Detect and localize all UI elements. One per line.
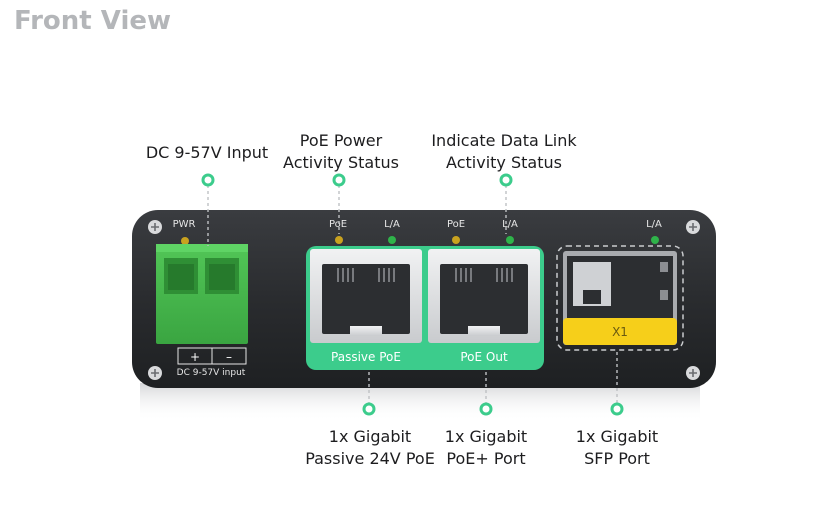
terminal-caption: DC 9-57V input <box>177 368 246 378</box>
sfp-la-led <box>651 236 659 244</box>
callout-sfp-port-line2: SFP Port <box>584 449 650 468</box>
callout-marker-link-status <box>499 173 513 187</box>
sfp-label-band <box>563 318 677 345</box>
terminal-plus-label: + <box>190 350 200 364</box>
sfp-cage-contact <box>660 262 668 272</box>
rj45-port-poe-out-pins <box>455 268 513 282</box>
pwr-led <box>181 237 189 245</box>
terminal-slot-inner <box>209 264 235 290</box>
screw-icon <box>148 220 162 234</box>
port2-poe-led <box>452 236 460 244</box>
leader-lines <box>207 185 618 405</box>
callout-poe-out-port: 1x Gigabit PoE+ Port <box>386 426 586 470</box>
callout-link-status-line1: Indicate Data Link <box>431 131 577 150</box>
rj45-port-passive-pins <box>337 268 395 282</box>
screw-icon <box>148 366 162 380</box>
port2-la-led <box>506 236 514 244</box>
port2-poe-label: PoE <box>447 219 465 230</box>
port1-la-label: L/A <box>384 219 400 230</box>
band-poe-out-label: PoE Out <box>460 350 508 364</box>
callout-link-status-line2: Activity Status <box>446 153 562 172</box>
pwr-label: PWR <box>173 219 196 230</box>
callout-passive-port: 1x Gigabit Passive 24V PoE <box>270 426 470 470</box>
callout-marker-passive-port <box>362 402 376 416</box>
sfp-dashed-outline <box>556 245 684 351</box>
band-passive-label: Passive PoE <box>331 350 401 364</box>
callout-poe-out-port-line2: PoE+ Port <box>446 449 526 468</box>
callout-marker-dc-input <box>201 173 215 187</box>
device-shadow <box>140 383 700 421</box>
terminal-minus-label: – <box>226 350 232 364</box>
sfp-cage-latch-slot <box>583 290 601 304</box>
sfp-port-label: X1 <box>612 325 628 339</box>
callout-dc-input: DC 9-57V Input <box>107 142 307 164</box>
callout-dc-input-line1: DC 9-57V Input <box>145 143 269 162</box>
rj45-port-passive-tab <box>350 326 382 336</box>
rj45-port-poe-out-opening <box>440 264 528 334</box>
callout-sfp-port-line1: 1x Gigabit <box>575 427 659 446</box>
callout-marker-poe-status <box>332 173 346 187</box>
rj45-port-passive-opening <box>322 264 410 334</box>
callout-passive-port-line1: 1x Gigabit <box>328 427 412 446</box>
port1-la-led <box>388 236 396 244</box>
port1-poe-led <box>335 236 343 244</box>
page-title: Front View <box>14 6 172 36</box>
terminal-top-edge <box>156 244 248 252</box>
port1-poe-label: PoE <box>329 219 347 230</box>
callout-marker-sfp-port <box>610 402 624 416</box>
callout-poe-status-line2: Activity Status <box>283 153 399 172</box>
callout-poe-status: PoE Power Activity Status <box>241 130 441 174</box>
sfp-cage-contact <box>660 290 668 300</box>
callout-poe-out-port-line1: 1x Gigabit <box>444 427 528 446</box>
screw-icon <box>686 220 700 234</box>
callout-link-status: Indicate Data Link Activity Status <box>404 130 604 174</box>
sfp-la-label: L/A <box>646 219 662 230</box>
callout-marker-poe-out-port <box>479 402 493 416</box>
callout-sfp-port: 1x Gigabit SFP Port <box>517 426 717 470</box>
rj45-port-poe-out-tab <box>468 326 500 336</box>
callout-passive-port-line2: Passive 24V PoE <box>305 449 435 468</box>
port2-la-label: L/A <box>502 219 518 230</box>
screw-icon <box>686 366 700 380</box>
terminal-slot-inner <box>168 264 194 290</box>
callout-poe-status-line1: PoE Power <box>299 131 383 150</box>
